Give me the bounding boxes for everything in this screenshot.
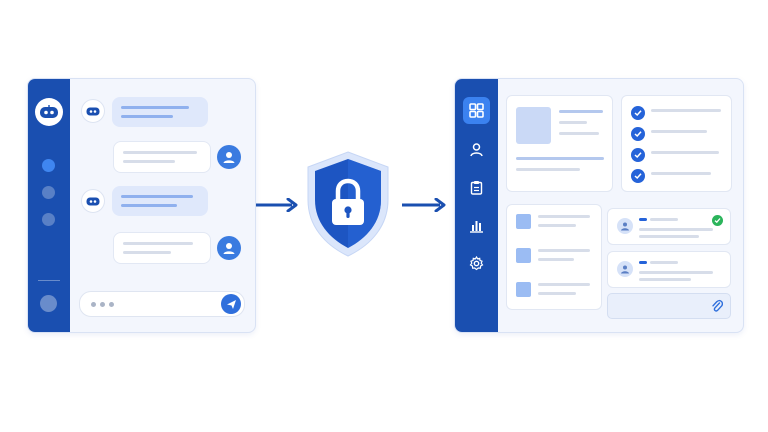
sidebar-item[interactable] (42, 186, 55, 199)
nav-analytics[interactable] (463, 212, 490, 239)
message-text-line (121, 106, 189, 109)
gear-icon (469, 256, 484, 271)
robot-icon (81, 99, 105, 123)
checklist-card (621, 95, 732, 192)
clipboard-icon (470, 181, 483, 195)
list-item-line (538, 258, 574, 261)
card-text-line (516, 168, 580, 171)
typing-dot (109, 302, 114, 307)
message-text-line (123, 242, 193, 245)
user-message-bubble (113, 141, 211, 173)
typing-dot (91, 302, 96, 307)
checkbox-checked[interactable] (631, 169, 645, 183)
list-item-icon (516, 214, 531, 229)
send-button[interactable] (221, 294, 241, 314)
arrow-right-icon (402, 198, 446, 212)
chat-sidebar (28, 79, 70, 332)
card-text-line (516, 157, 604, 160)
attachment-field[interactable] (607, 293, 731, 319)
shield-lock-icon (307, 151, 389, 257)
list-item-icon (516, 248, 531, 263)
user-icon (217, 236, 241, 260)
checkbox-checked[interactable] (631, 148, 645, 162)
status-line (639, 278, 691, 281)
bar-chart-icon (470, 221, 483, 233)
status-dot (639, 261, 647, 264)
chat-window (27, 78, 256, 333)
list-item-icon (516, 282, 531, 297)
grid-icon (469, 103, 484, 118)
checkbox-checked[interactable] (631, 127, 645, 141)
list-item-line (538, 283, 590, 286)
message-text-line (123, 160, 175, 163)
status-line (639, 235, 699, 238)
send-icon (226, 299, 236, 309)
user-icon (617, 261, 633, 277)
list-item-line (538, 249, 590, 252)
typing-dot (100, 302, 105, 307)
robot-icon (81, 189, 105, 213)
status-card-approved (607, 208, 731, 245)
nav-settings[interactable] (463, 250, 490, 277)
status-card-pending (607, 251, 731, 288)
checkbox-checked[interactable] (631, 106, 645, 120)
checklist-line (651, 109, 721, 112)
status-line (650, 218, 678, 221)
message-text-line (123, 151, 197, 154)
check-circle-icon (712, 215, 723, 226)
checklist-line (651, 172, 711, 175)
status-dot (639, 218, 647, 221)
user-icon (470, 143, 483, 157)
checklist-line (651, 151, 719, 154)
paperclip-icon[interactable] (711, 299, 723, 313)
sidebar-item-active[interactable] (42, 159, 55, 172)
dashboard-sidebar (455, 79, 498, 332)
user-icon (217, 145, 241, 169)
user-message-bubble (113, 232, 211, 264)
list-item-line (538, 224, 576, 227)
card-text-line (559, 132, 599, 135)
sidebar-profile[interactable] (40, 295, 57, 312)
nav-grid[interactable] (463, 97, 490, 124)
robot-icon[interactable] (35, 98, 63, 126)
sidebar-divider (38, 280, 60, 281)
bot-message-bubble (112, 186, 208, 216)
status-line (650, 261, 678, 264)
status-line (639, 228, 713, 231)
message-text-line (121, 115, 173, 118)
message-input[interactable] (79, 291, 245, 317)
message-text-line (123, 251, 171, 254)
user-icon (617, 218, 633, 234)
list-item-line (538, 292, 576, 295)
card-title-line (559, 110, 603, 113)
status-line (639, 271, 713, 274)
sidebar-item[interactable] (42, 213, 55, 226)
nav-users[interactable] (463, 136, 490, 163)
nav-tasks[interactable] (463, 174, 490, 201)
dashboard-window (454, 78, 744, 333)
profile-card (506, 95, 613, 192)
message-text-line (121, 204, 177, 207)
message-text-line (121, 195, 193, 198)
list-card (506, 204, 602, 310)
bot-message-bubble (112, 97, 208, 127)
card-text-line (559, 121, 587, 124)
checklist-line (651, 130, 707, 133)
image-placeholder (516, 107, 551, 144)
list-item-line (538, 215, 590, 218)
arrow-right-icon (256, 198, 298, 212)
